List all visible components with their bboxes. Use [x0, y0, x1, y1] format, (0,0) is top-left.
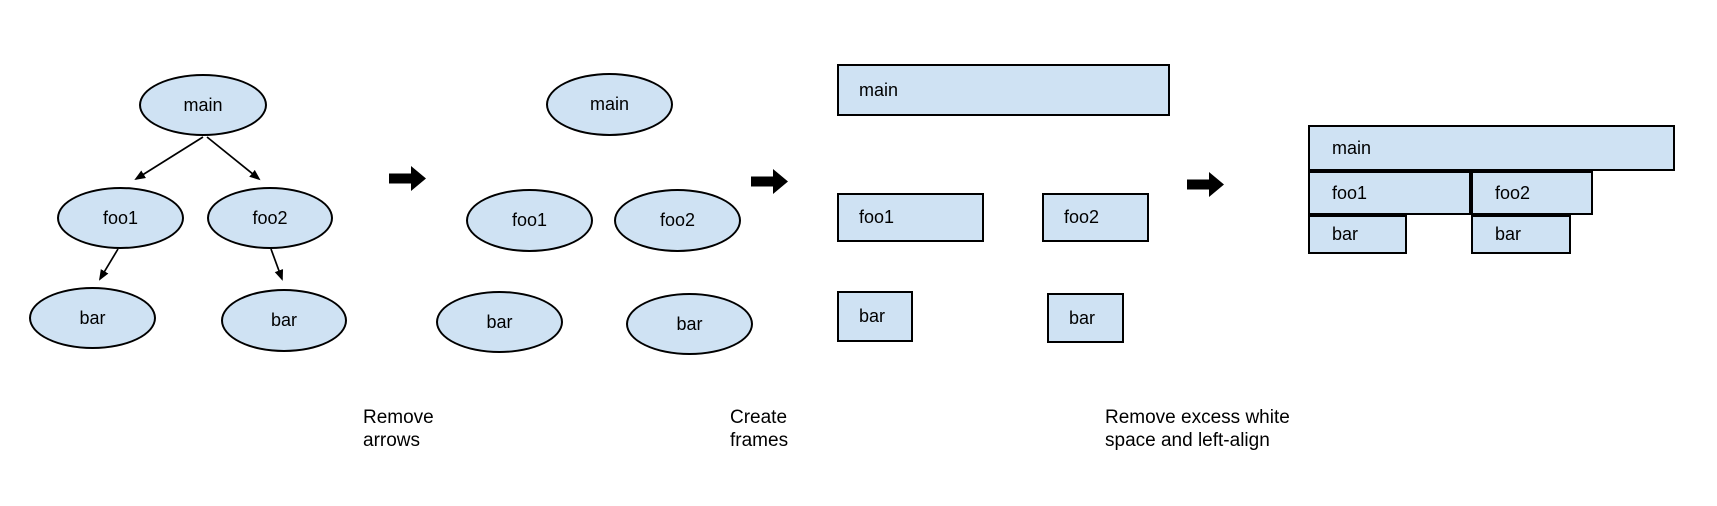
noarrows-node-main: main [546, 73, 673, 136]
noarrows-node-foo2-label: foo2 [659, 210, 696, 230]
caption-left-align: Remove excess white space and left-align [1105, 407, 1290, 451]
step-arrow-3-icon [1187, 172, 1224, 197]
tree-node-foo1-label: foo1 [102, 207, 139, 228]
tree-node-bar-left: bar [29, 287, 156, 349]
noarrows-node-foo1: foo1 [466, 189, 593, 252]
step-arrow-1-icon [389, 166, 426, 191]
flame-frame-foo2: foo2 [1471, 171, 1593, 215]
frames-rect-bar-left: bar [837, 291, 913, 342]
caption-remove-arrows: Remove arrows [363, 407, 434, 451]
frames-rect-bar-right-label: bar [1069, 307, 1096, 328]
frames-rect-main-label: main [859, 79, 899, 100]
tree-node-bar-right-label: bar [270, 310, 297, 330]
frames-rect-foo2-label: foo2 [1064, 207, 1100, 227]
flame-frame-bar-left-label: bar [1332, 224, 1359, 244]
flame-frame-main-label: main [1332, 137, 1372, 158]
tree-node-main: main [139, 74, 267, 136]
noarrows-node-bar-right: bar [626, 293, 753, 355]
edge-main-to-foo1 [134, 136, 204, 181]
flame-frame-bar-right-label: bar [1495, 224, 1522, 244]
step-arrow-2-icon [751, 169, 788, 194]
frames-rect-foo1-label: foo1 [859, 207, 895, 227]
flame-frame-foo2-label: foo2 [1495, 182, 1531, 203]
flame-frame-bar-left: bar [1308, 215, 1407, 254]
caption-create-frames: Create frames [730, 407, 789, 451]
edge-foo1-to-bar [98, 248, 119, 281]
tree-node-main-label: main [183, 94, 223, 115]
flame-frame-bar-right: bar [1471, 215, 1571, 254]
noarrows-node-bar-left: bar [436, 291, 563, 353]
tree-node-foo2: foo2 [207, 187, 333, 249]
tree-node-foo2-label: foo2 [252, 207, 288, 228]
noarrows-node-foo2: foo2 [614, 189, 741, 252]
edge-foo2-to-bar [270, 248, 284, 281]
noarrows-node-bar-left-label: bar [486, 311, 513, 332]
tree-node-bar-left-label: bar [79, 307, 106, 328]
tree-node-foo1: foo1 [57, 187, 184, 249]
flame-frame-main: main [1308, 125, 1675, 171]
flame-frame-foo1-label: foo1 [1332, 182, 1368, 203]
noarrows-node-main-label: main [589, 94, 629, 114]
frames-rect-foo1: foo1 [837, 193, 984, 242]
tree-node-bar-right: bar [221, 289, 347, 352]
frames-rect-foo2: foo2 [1042, 193, 1149, 242]
edge-main-to-foo2 [206, 136, 261, 181]
frames-rect-bar-right: bar [1047, 293, 1124, 343]
flame-frame-foo1: foo1 [1308, 171, 1471, 215]
noarrows-node-foo1-label: foo1 [511, 210, 548, 230]
noarrows-node-bar-right-label: bar [676, 313, 703, 334]
frames-rect-main: main [837, 64, 1170, 116]
frames-rect-bar-left-label: bar [859, 306, 886, 326]
